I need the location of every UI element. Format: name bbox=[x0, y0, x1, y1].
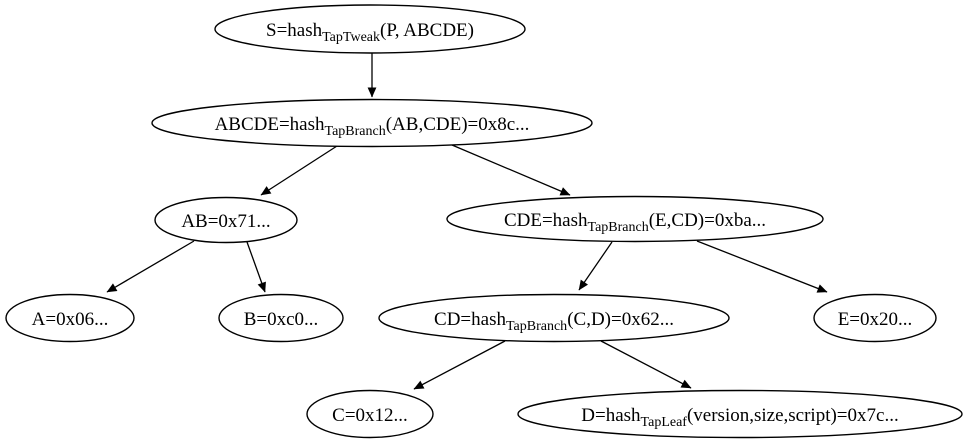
node-e-label: E=0x20... bbox=[838, 309, 913, 330]
node-abcde-ellipse bbox=[151, 98, 593, 148]
node-d-label-post: (version,size,script)=0x7c... bbox=[687, 405, 899, 426]
node-a-ellipse bbox=[5, 293, 135, 343]
edges bbox=[106, 53, 828, 390]
edge-cde-cd bbox=[578, 241, 613, 291]
node-d-label-sub: TapLeaf bbox=[641, 415, 688, 430]
node-cde-label-sub: TapBranch bbox=[588, 220, 649, 235]
node-c: C=0x12... bbox=[306, 389, 434, 439]
node-abcde: ABCDE=hashTapBranch(AB,CDE)=0x8c... bbox=[151, 98, 593, 148]
edge-ab-a bbox=[106, 240, 195, 293]
node-c-label-text: C=0x12... bbox=[332, 405, 408, 426]
node-abcde-label-pre: ABCDE=hash bbox=[215, 114, 325, 135]
node-cde: CDE=hashTapBranch(E,CD)=0xba... bbox=[446, 195, 824, 243]
node-s-label-post: (P, ABCDE) bbox=[380, 20, 474, 41]
node-c-ellipse bbox=[306, 389, 434, 439]
node-e: E=0x20... bbox=[813, 293, 937, 343]
node-a: A=0x06... bbox=[5, 293, 135, 343]
node-d-label-pre: D=hash bbox=[581, 405, 641, 426]
node-b-label-text: B=0xc0... bbox=[244, 309, 319, 330]
node-abcde-label-sub: TapBranch bbox=[325, 124, 386, 139]
node-s-ellipse bbox=[214, 4, 526, 54]
node-d-label: D=hashTapLeaf(version,size,script)=0x7c.… bbox=[581, 405, 898, 430]
node-s-label-sub: TapTweak bbox=[322, 30, 380, 45]
node-ab-ellipse bbox=[154, 196, 298, 244]
node-cd-label-pre: CD=hash bbox=[434, 309, 506, 330]
node-abcde-label: ABCDE=hashTapBranch(AB,CDE)=0x8c... bbox=[215, 114, 530, 139]
node-cd-label: CD=hashTapBranch(C,D)=0x62... bbox=[434, 309, 674, 334]
node-d: D=hashTapLeaf(version,size,script)=0x7c.… bbox=[517, 389, 963, 439]
node-cd-label-post: (C,D)=0x62... bbox=[567, 309, 674, 330]
node-b: B=0xc0... bbox=[218, 293, 344, 343]
edge-cde-e bbox=[696, 240, 828, 293]
node-ab-label: AB=0x71... bbox=[181, 211, 270, 232]
node-cde-label: CDE=hashTapBranch(E,CD)=0xba... bbox=[504, 210, 766, 235]
node-d-ellipse bbox=[517, 389, 963, 439]
node-abcde-label-post: (AB,CDE)=0x8c... bbox=[386, 114, 530, 135]
node-e-ellipse bbox=[813, 293, 937, 343]
node-cde-ellipse bbox=[446, 195, 824, 243]
edge-cd-d bbox=[600, 340, 692, 389]
node-ab: AB=0x71... bbox=[154, 196, 298, 244]
node-s: S=hashTapTweak(P, ABCDE) bbox=[214, 4, 526, 54]
edge-abcde-cde bbox=[451, 144, 571, 196]
node-b-label: B=0xc0... bbox=[244, 309, 319, 330]
node-s-label-pre: S=hash bbox=[266, 20, 323, 41]
edge-abcde-ab bbox=[260, 145, 338, 196]
node-cde-label-post: (E,CD)=0xba... bbox=[649, 210, 766, 231]
edge-cd-c bbox=[413, 340, 506, 390]
node-cd-label-sub: TapBranch bbox=[506, 319, 567, 334]
node-c-label: C=0x12... bbox=[332, 405, 408, 426]
node-b-ellipse bbox=[218, 293, 344, 343]
node-a-label-text: A=0x06... bbox=[32, 309, 109, 330]
node-cde-label-pre: CDE=hash bbox=[504, 210, 588, 231]
node-cd-ellipse bbox=[378, 293, 730, 343]
node-a-label: A=0x06... bbox=[32, 309, 109, 330]
node-s-label: S=hashTapTweak(P, ABCDE) bbox=[266, 20, 474, 45]
edge-ab-b bbox=[246, 241, 266, 293]
node-e-label-text: E=0x20... bbox=[838, 309, 913, 330]
node-ab-label-text: AB=0x71... bbox=[181, 211, 270, 232]
node-cd: CD=hashTapBranch(C,D)=0x62... bbox=[378, 293, 730, 343]
